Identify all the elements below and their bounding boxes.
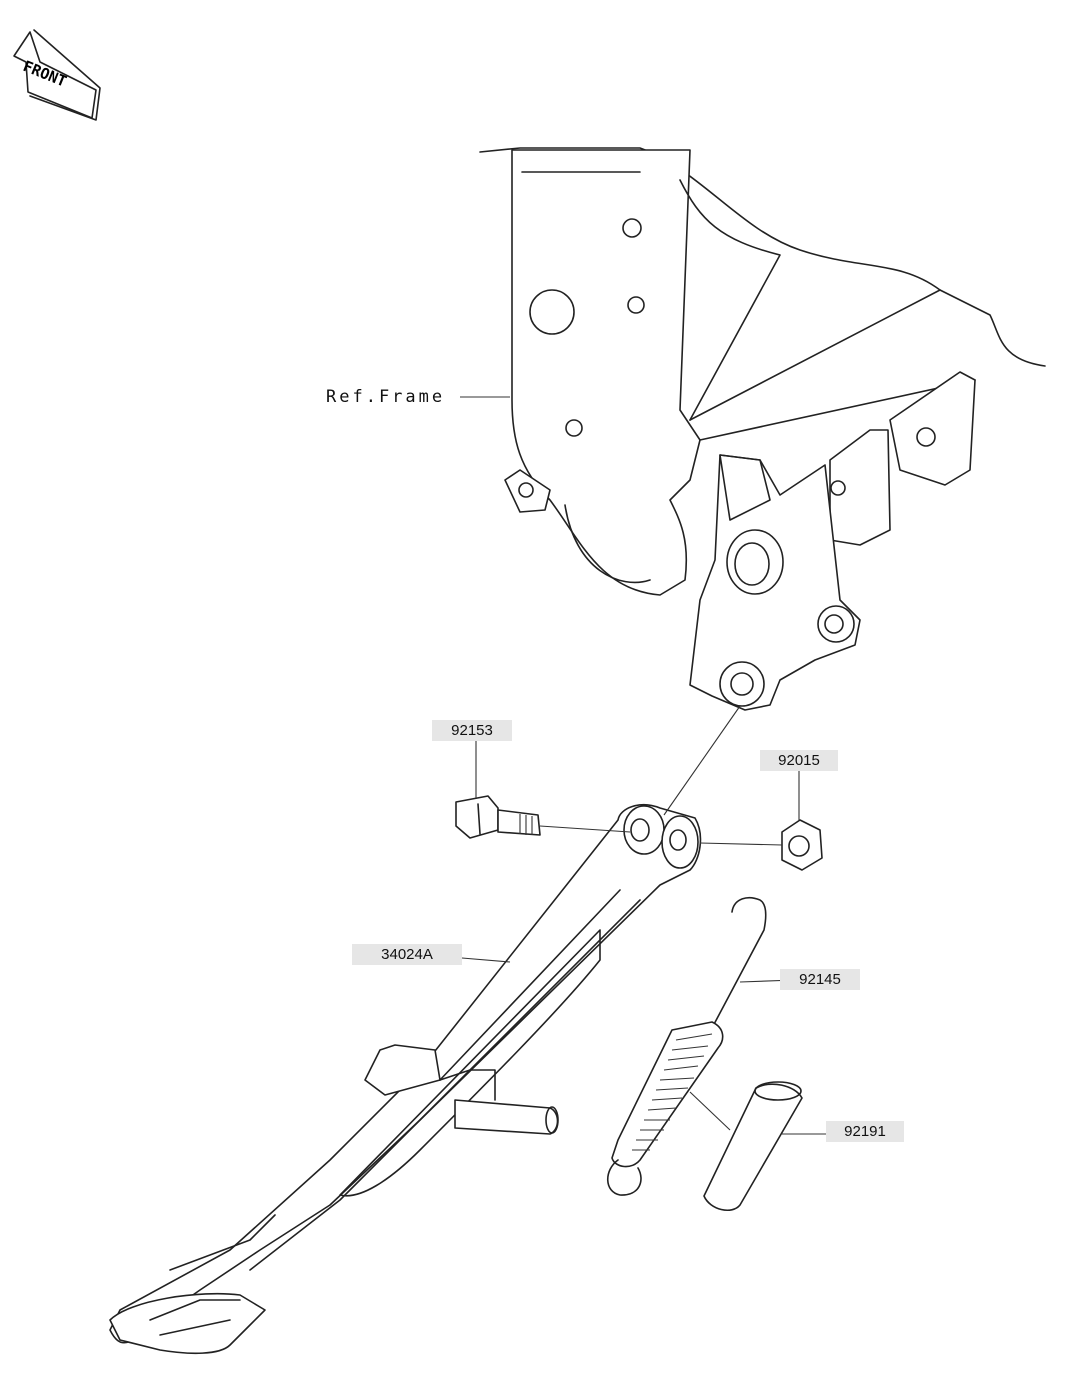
part-label-92191[interactable]: 92191 <box>826 1121 904 1142</box>
part-label-92145[interactable]: 92145 <box>780 969 860 990</box>
collar-drawing <box>703 1081 803 1212</box>
part-label-92015[interactable]: 92015 <box>760 750 838 771</box>
ref-frame-label: Ref.Frame <box>326 387 446 407</box>
part-label-34024A[interactable]: 34024A <box>352 944 462 965</box>
frame-drawing <box>479 147 1046 711</box>
front-arrow-icon: FRONT <box>13 29 101 121</box>
leader-lines <box>460 396 826 1135</box>
side-stand-drawing <box>109 804 702 1355</box>
spring-drawing <box>606 896 767 1196</box>
bolt-drawing <box>455 795 541 839</box>
nut-drawing <box>781 819 823 871</box>
part-label-92153[interactable]: 92153 <box>432 720 512 741</box>
